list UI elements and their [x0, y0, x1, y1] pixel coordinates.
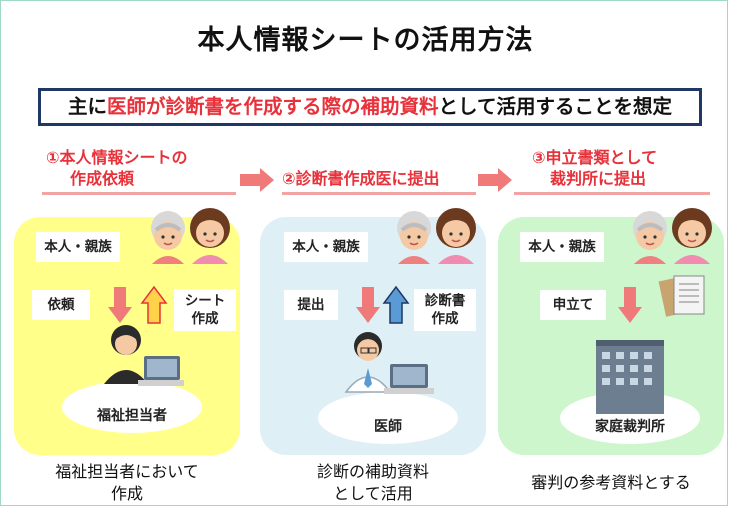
banner-highlight: 医師が診断書を作成する際の補助資料 [107, 95, 439, 118]
down-label: 依頼 [32, 290, 90, 320]
party-label: 本人・親族 [520, 232, 604, 262]
down-arrow-icon [356, 287, 380, 323]
young-woman-icon [190, 208, 230, 264]
caption-line2: 作成 [110, 484, 143, 503]
banner-suffix: として活用することを想定 [438, 95, 672, 118]
usage-banner: 主に医師が診断書を作成する際の補助資料として活用することを想定 [38, 88, 702, 126]
step-3-underline [514, 192, 710, 195]
up-arrow-icon [382, 285, 410, 324]
caption-doctor: 診断の補助資料として活用 [260, 461, 486, 505]
step-1-line1: ①本人情報シートの [46, 148, 188, 167]
office-worker-icon [104, 325, 184, 386]
up-arrow-icon [140, 285, 168, 324]
party-label: 本人・親族 [36, 232, 120, 262]
actor-label: 医師 [318, 392, 458, 444]
up-label: 診断書作成 [414, 289, 476, 331]
up-label-line1: シート [184, 293, 226, 309]
down-arrow-icon [618, 287, 642, 323]
caption-welfare: 福祉担当者において作成 [14, 461, 240, 505]
elderly-woman-icon [633, 211, 667, 264]
up-label-line1: 診断書 [424, 293, 466, 309]
caption-line1: 審判の参考資料とする [531, 473, 691, 492]
up-label-line2: 作成 [191, 311, 219, 327]
step-3-line1: ③申立書類として [532, 148, 658, 167]
down-label: 提出 [284, 290, 338, 320]
young-woman-icon [672, 208, 712, 264]
up-label: シート作成 [174, 289, 236, 331]
elderly-woman-icon [397, 211, 431, 264]
caption-line1: 福祉担当者において [55, 462, 199, 481]
court-building-icon [596, 340, 664, 414]
step-1-underline [42, 192, 236, 195]
step-2-underline [282, 192, 476, 195]
party-label: 本人・親族 [284, 232, 368, 262]
doctor-icon [344, 332, 434, 394]
young-woman-icon [436, 208, 476, 264]
caption-court: 審判の参考資料とする [498, 472, 724, 494]
down-label: 申立て [540, 290, 606, 320]
actor-label: 福祉担当者 [62, 381, 202, 433]
caption-line2: として活用 [333, 484, 413, 503]
banner-prefix: 主に [68, 95, 108, 118]
step-3-line2: 裁判所に提出 [550, 169, 647, 188]
step-1-line2: 作成依頼 [70, 169, 135, 188]
right-arrow-icon [240, 168, 274, 192]
down-arrow-icon [108, 287, 132, 323]
right-arrow-icon [478, 168, 512, 192]
page-title: 本人情報シートの活用方法 [197, 25, 534, 56]
up-label-line2: 作成 [431, 311, 459, 327]
documents-icon [658, 275, 705, 317]
elderly-woman-icon [151, 211, 185, 264]
caption-line1: 診断の補助資料 [316, 462, 429, 481]
step-2-line1: ②診断書作成医に提出 [282, 169, 440, 188]
